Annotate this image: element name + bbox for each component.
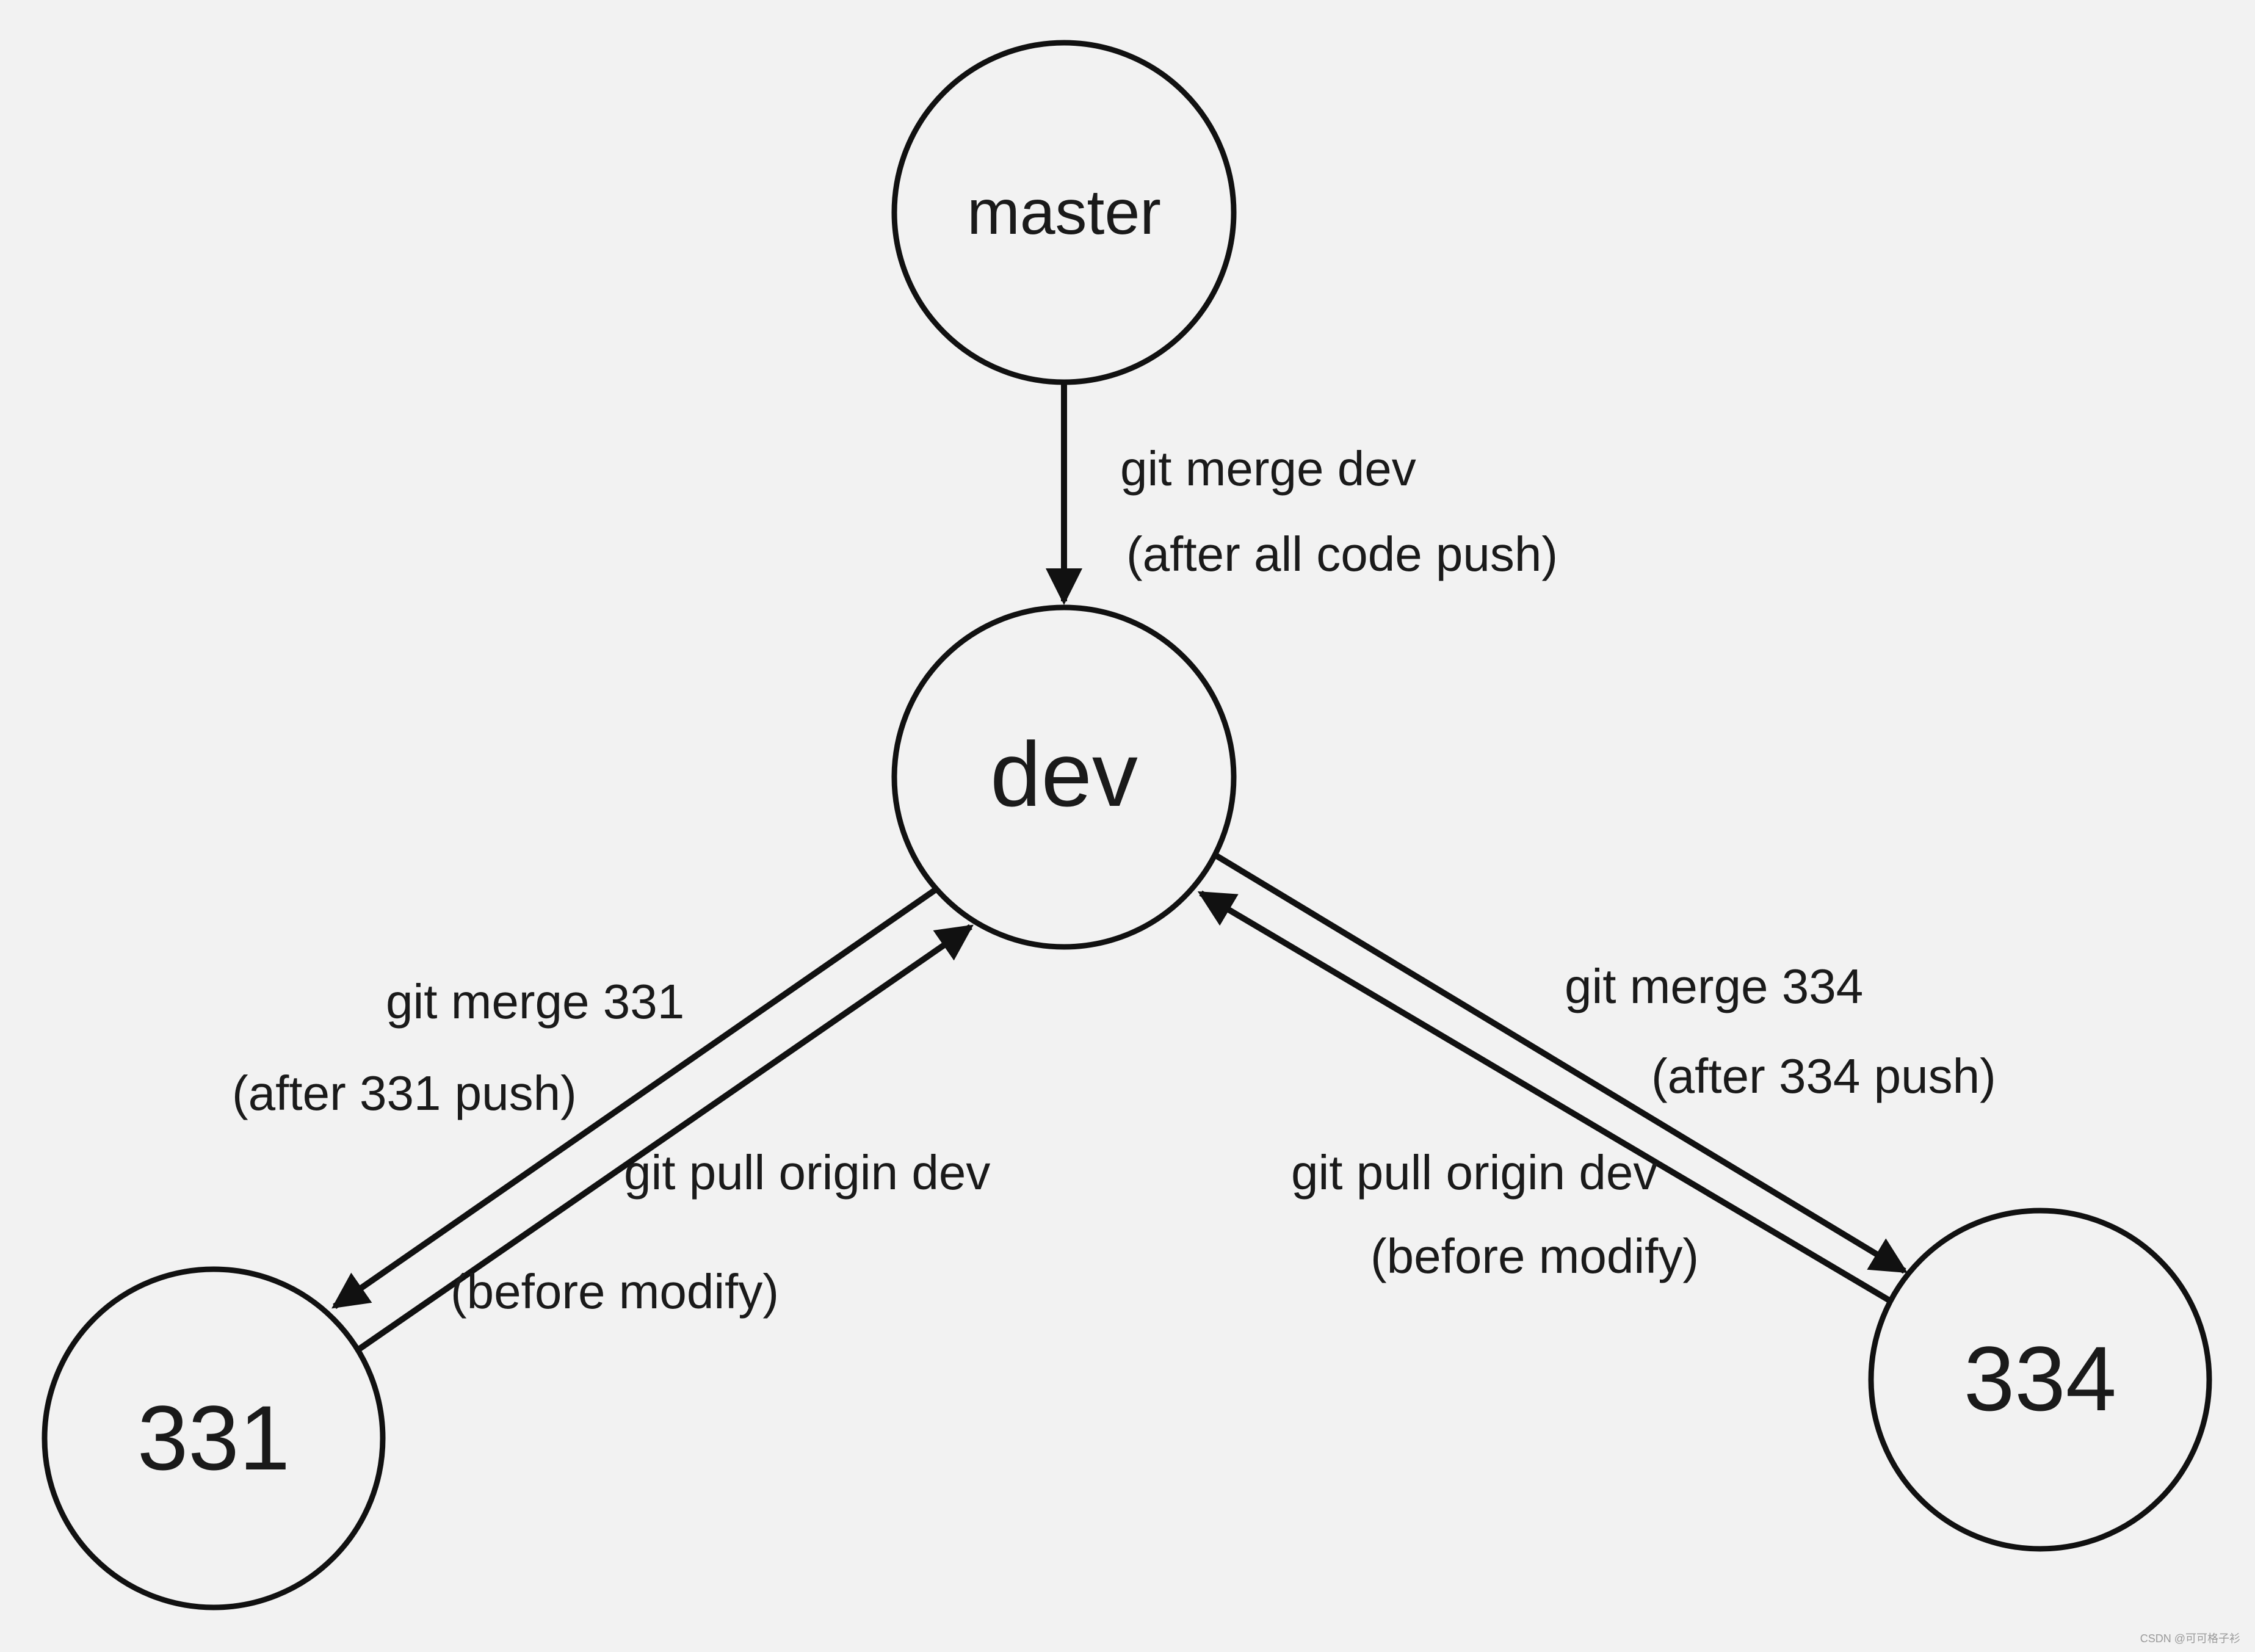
- label-pull-dev-334: git pull origin dev: [1291, 1145, 1657, 1200]
- edge-dev-to-331: [331, 886, 938, 1310]
- edge-331-to-dev: [357, 924, 974, 1352]
- node-master-label: master: [967, 177, 1161, 248]
- node-331-circle: [42, 1266, 386, 1610]
- label-before-modify-331: (before modify): [451, 1264, 779, 1319]
- edge-dev-to-334: [1215, 853, 1908, 1274]
- label-before-modify-334: (before modify): [1370, 1229, 1699, 1283]
- watermark-text: CSDN @可可格子衫: [2140, 1632, 2240, 1645]
- label-merge-334: git merge 334: [1565, 959, 1863, 1013]
- node-master: master: [891, 40, 1237, 385]
- node-331-label: 331: [137, 1386, 290, 1489]
- node-331: 331: [42, 1266, 386, 1610]
- node-dev-label: dev: [990, 723, 1138, 825]
- label-merge-dev: git merge dev: [1120, 441, 1416, 496]
- node-dev-circle: [891, 604, 1237, 950]
- node-dev: dev: [891, 604, 1237, 950]
- node-master-circle: [891, 40, 1237, 385]
- label-after-all-code-push: (after all code push): [1126, 527, 1558, 581]
- node-334-circle: [1868, 1208, 2212, 1552]
- edge-334-to-dev: [1197, 890, 1891, 1303]
- label-after-331-push: (after 331 push): [232, 1066, 577, 1120]
- node-334: 334: [1868, 1208, 2212, 1552]
- node-334-label: 334: [1964, 1327, 2116, 1430]
- label-pull-dev-331: git pull origin dev: [624, 1145, 990, 1200]
- label-merge-331: git merge 331: [386, 974, 684, 1029]
- label-after-334-push: (after 334 push): [1651, 1049, 1996, 1103]
